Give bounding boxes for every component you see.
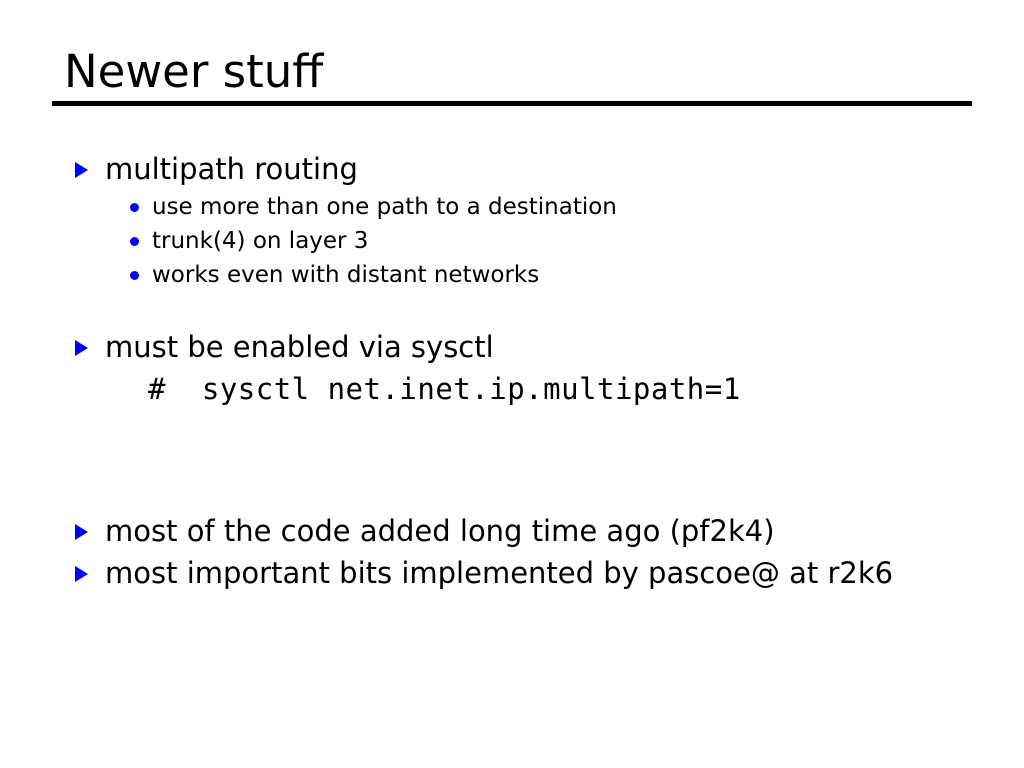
bullet-list-level1: multipath routing use more than one path… xyxy=(72,148,972,594)
slide-body: multipath routing use more than one path… xyxy=(72,148,972,594)
dot-bullet-icon xyxy=(130,271,139,280)
triangle-bullet-icon xyxy=(75,162,88,178)
triangle-bullet-icon xyxy=(75,340,88,356)
bullet-text: most of the code added long time ago (pf… xyxy=(105,514,775,548)
bullet-item-multipath-routing: multipath routing use more than one path… xyxy=(72,148,955,292)
page-title: Newer stuff xyxy=(64,45,324,98)
dot-bullet-icon xyxy=(130,203,139,212)
sub-bullet-text: works even with distant networks xyxy=(152,262,540,288)
bullet-text: must be enabled via sysctl xyxy=(105,330,494,364)
title-underline-rule xyxy=(52,101,972,107)
triangle-bullet-icon xyxy=(75,524,88,540)
vertical-spacer xyxy=(72,292,972,326)
sub-bullet-text: use more than one path to a destination xyxy=(152,194,617,220)
dot-bullet-icon xyxy=(130,237,139,246)
sub-bullet-item: works even with distant networks xyxy=(126,258,955,292)
bullet-list-level2: use more than one path to a destination … xyxy=(105,190,955,292)
bullet-item-implemented-by-pascoe: most important bits implemented by pasco… xyxy=(72,552,955,594)
sub-bullet-text: trunk(4) on layer 3 xyxy=(152,228,369,254)
vertical-spacer xyxy=(72,410,972,510)
bullet-item-enable-via-sysctl: must be enabled via sysctl xyxy=(72,326,955,368)
title-block: Newer stuff xyxy=(52,45,972,107)
sub-bullet-item: use more than one path to a destination xyxy=(126,190,955,224)
bullet-item-code-added-long-time-ago: most of the code added long time ago (pf… xyxy=(72,510,955,552)
bullet-text: multipath routing xyxy=(105,152,358,186)
bullet-text: most important bits implemented by pasco… xyxy=(105,556,894,590)
triangle-bullet-icon xyxy=(75,566,88,582)
sub-bullet-item: trunk(4) on layer 3 xyxy=(126,224,955,258)
sysctl-command-line: # sysctl net.inet.ip.multipath=1 xyxy=(148,372,741,406)
